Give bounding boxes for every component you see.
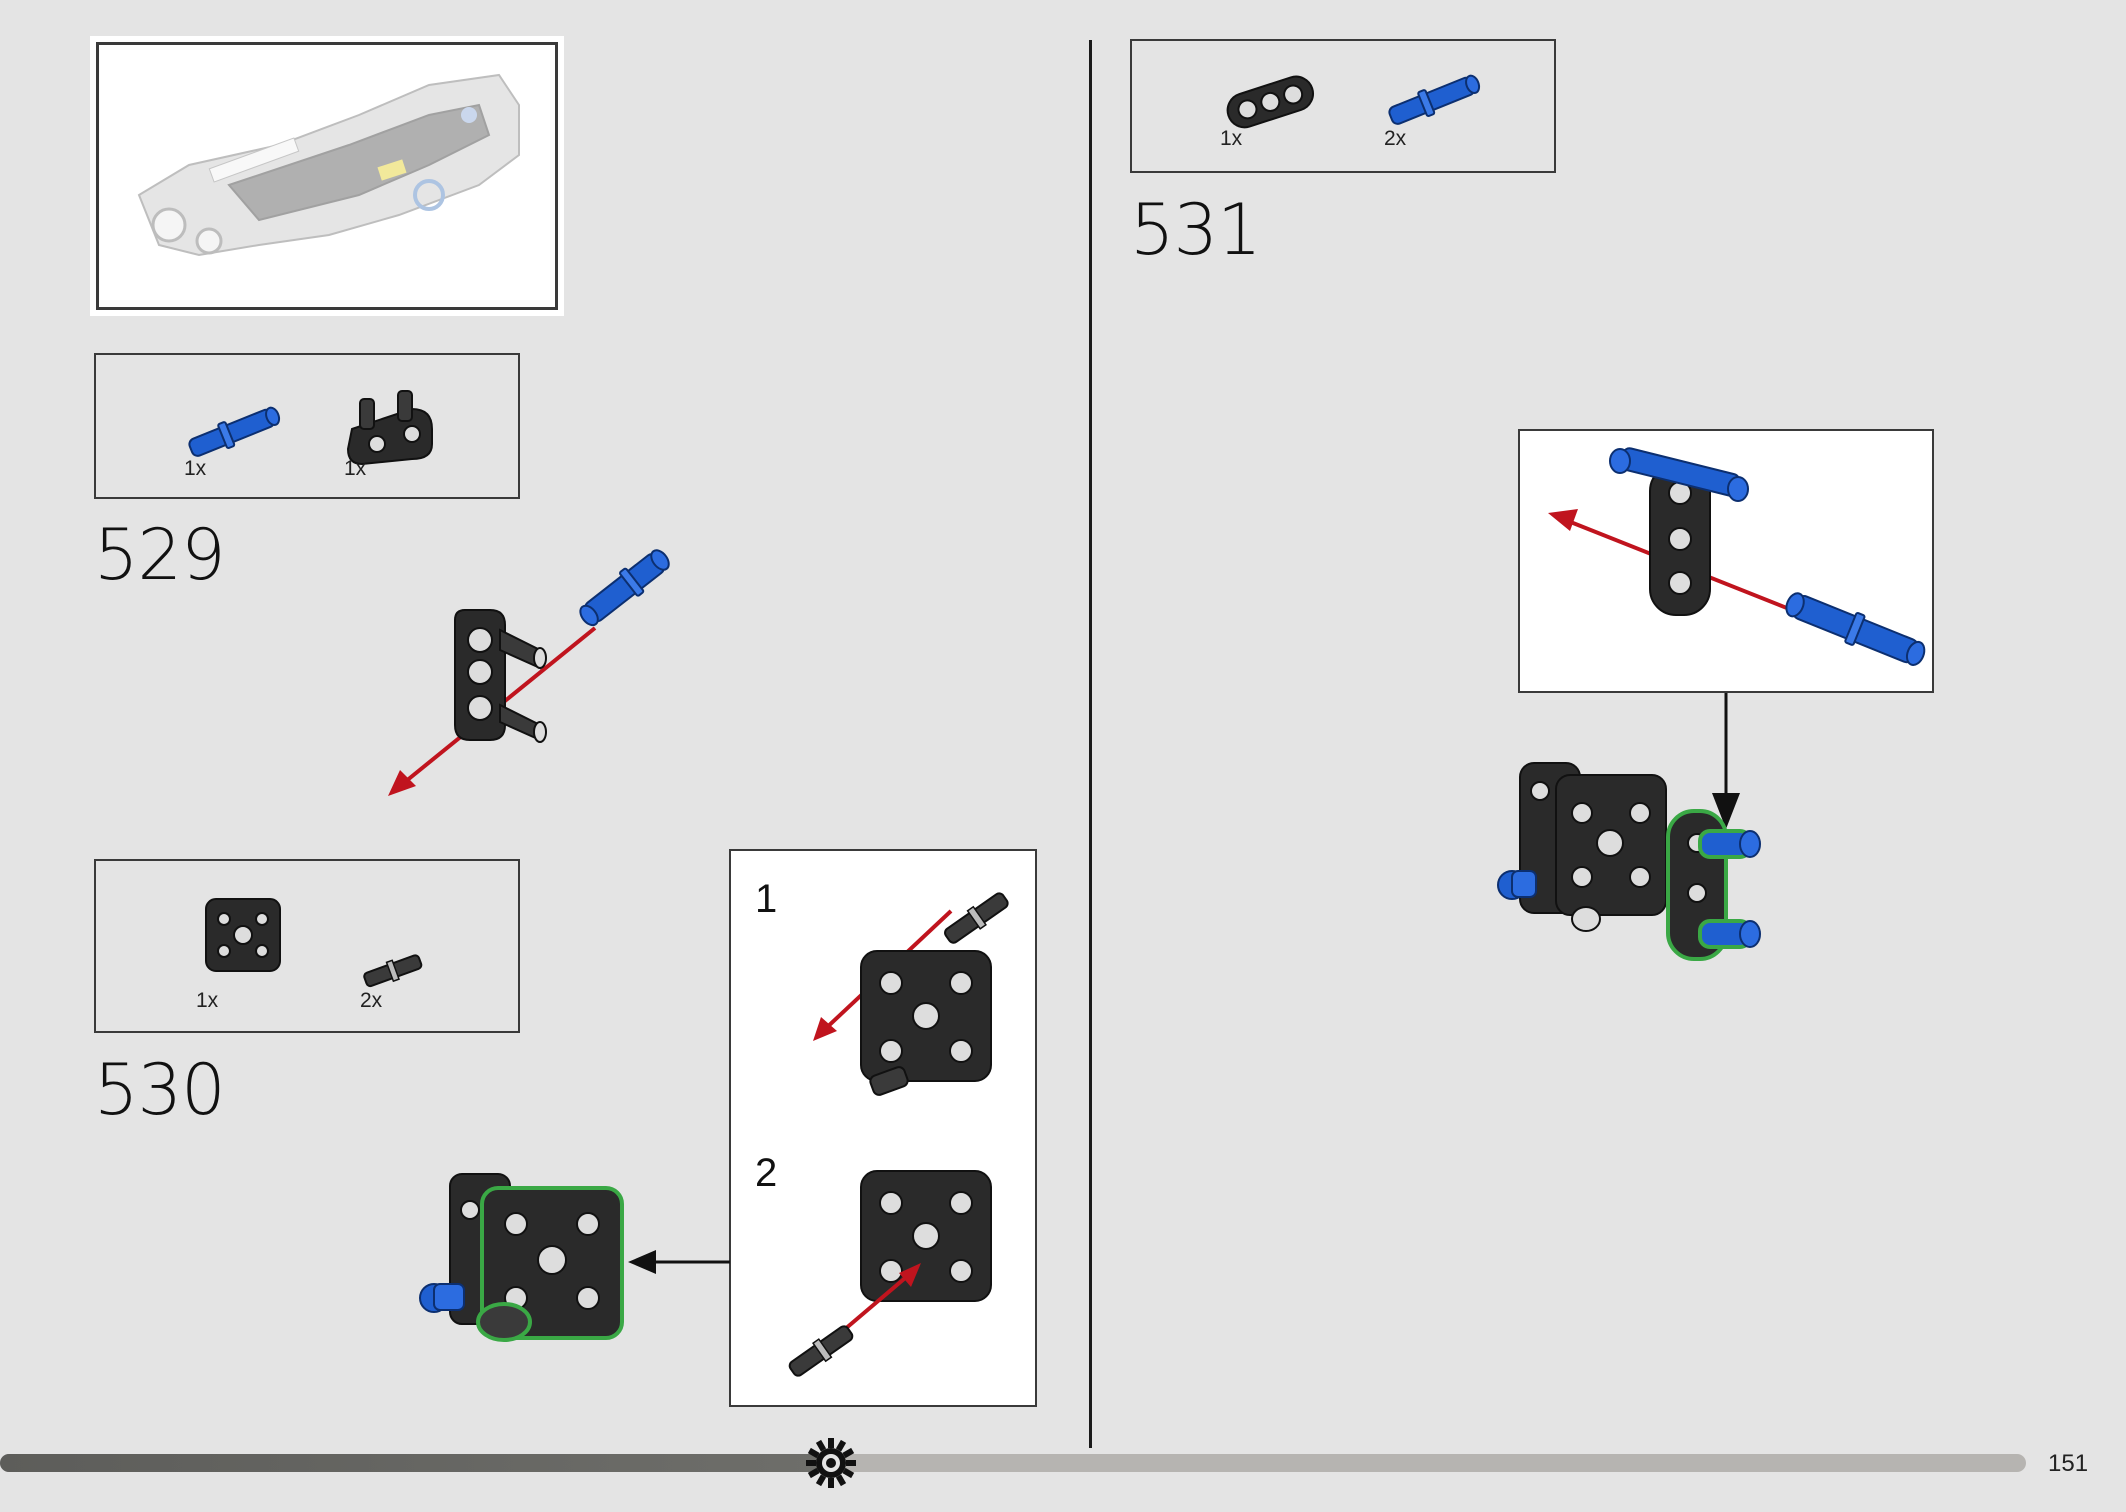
overview-preview	[90, 36, 564, 316]
parts-list-530: 1x 2x	[94, 859, 520, 1033]
black-beam-frame-icon	[205, 898, 281, 972]
step-531-callout	[1518, 429, 1934, 693]
progress-fill	[0, 1454, 831, 1472]
blue-axle-pin-icon	[1388, 74, 1481, 125]
black-double-pin-connector-icon	[346, 390, 433, 466]
parts-list-531: 1x 2x	[1130, 39, 1556, 173]
step-530-result	[419, 1173, 730, 1342]
step-number-529: 529	[94, 514, 226, 596]
grey-axle-pin-icon	[363, 954, 423, 988]
step-531-callout-illustration	[1548, 447, 1926, 666]
part-quantity: 1x	[184, 457, 207, 480]
substep-callout: 1 2	[729, 849, 1037, 1407]
part-quantity: 1x	[196, 989, 219, 1012]
model-preview-illustration	[137, 73, 520, 257]
page-divider	[1089, 40, 1092, 1448]
substep-number: 1	[755, 877, 778, 921]
step-number-531: 531	[1130, 189, 1262, 271]
substep-number: 2	[755, 1151, 778, 1195]
part-quantity: 2x	[360, 989, 383, 1012]
parts-list-529: 1x 1x	[94, 353, 520, 499]
page-number: 151	[2048, 1450, 2089, 1477]
part-quantity: 1x	[344, 457, 367, 480]
part-quantity: 2x	[1384, 127, 1407, 150]
gear-icon	[806, 1438, 856, 1488]
black-beam-3-icon	[1226, 75, 1314, 129]
substep-1-illustration	[813, 892, 1009, 1096]
blue-axle-pin-icon	[188, 406, 281, 457]
part-quantity: 1x	[1220, 127, 1243, 150]
substep-2-illustration	[788, 1170, 992, 1377]
step-number-530: 530	[94, 1049, 226, 1131]
step-531-result	[1497, 693, 1761, 961]
step-529-illustration	[388, 549, 670, 796]
